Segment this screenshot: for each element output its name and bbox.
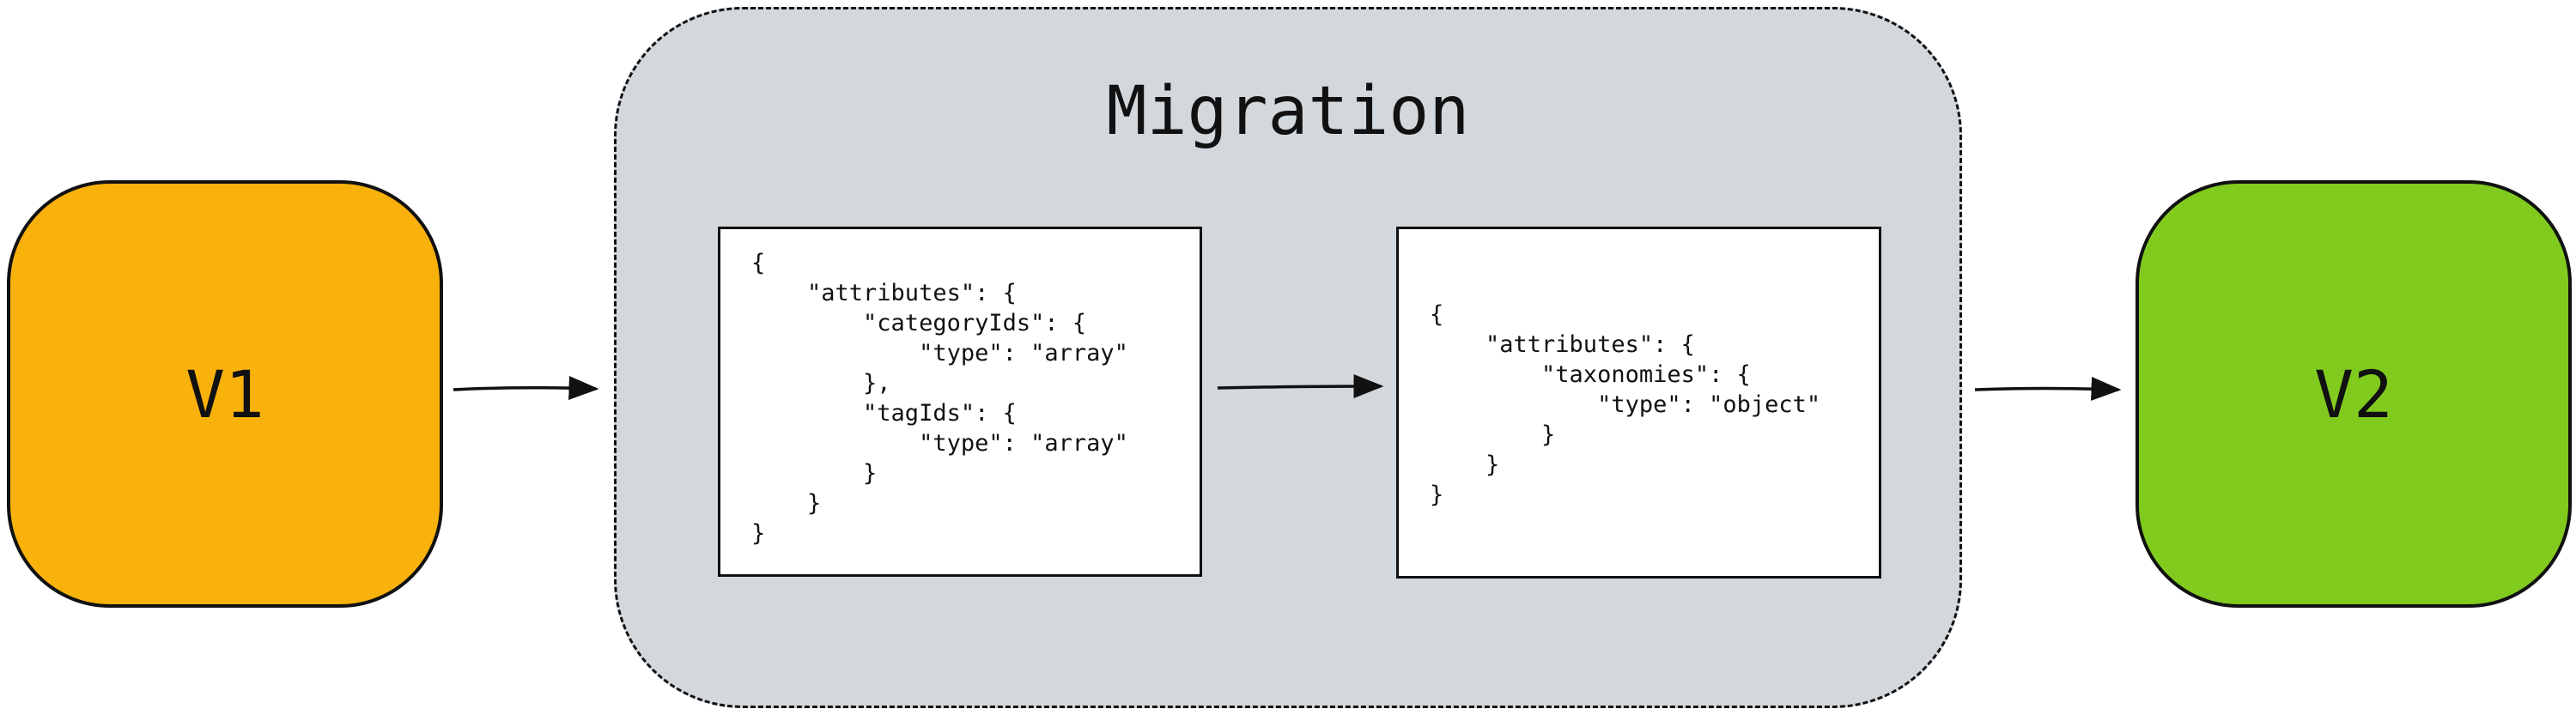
migration-title: Migration <box>1106 73 1470 150</box>
arrow-migration-to-v2 <box>1974 376 2122 401</box>
schema-before-code: { "attributes": { "categoryIds": { "type… <box>751 250 1128 547</box>
v2-node: V2 <box>2136 180 2572 608</box>
schema-after-box: { "attributes": { "taxonomies": { "type"… <box>1396 227 1881 579</box>
schema-before-box: { "attributes": { "categoryIds": { "type… <box>718 227 1202 577</box>
arrow-v1-to-migration <box>453 376 599 400</box>
v2-label: V2 <box>2314 355 2393 433</box>
v1-label: V1 <box>185 355 264 433</box>
v1-node: V1 <box>7 180 443 608</box>
schema-after-code: { "attributes": { "taxonomies": { "type"… <box>1430 301 1821 508</box>
